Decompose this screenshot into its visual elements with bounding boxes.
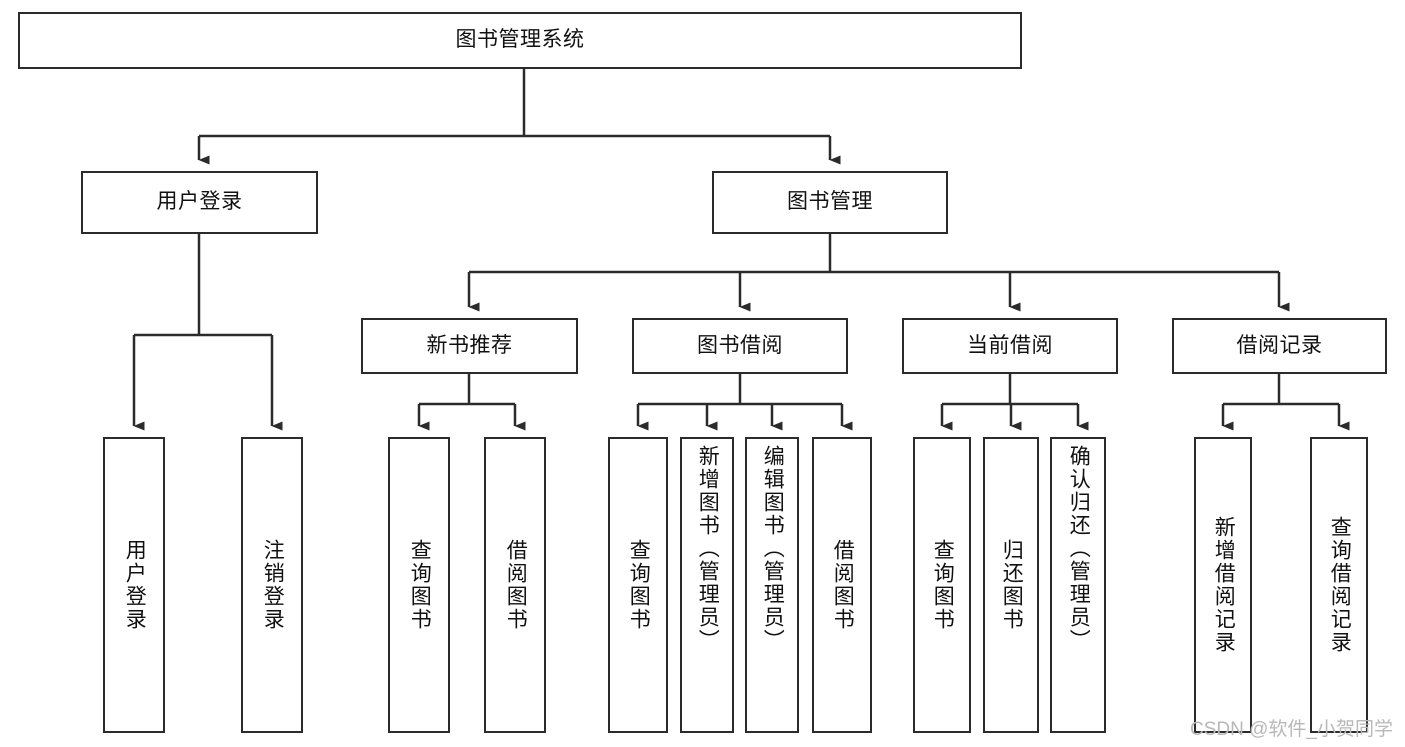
node-borrow-record[interactable]: 借阅记录 <box>1172 318 1387 374</box>
node-new-book-recommend-label: 新书推荐 <box>426 333 513 357</box>
node-user-login[interactable]: 用户登录 <box>81 171 318 234</box>
node-leaf-borrow-book-recommend[interactable]: 借阅图书 <box>484 437 546 733</box>
node-leaf-add-borrow-record-label: 新增借阅记录 <box>1212 516 1236 654</box>
node-leaf-edit-book-admin[interactable]: 编辑图书（管理员） <box>745 437 799 733</box>
node-leaf-logout-login-label: 注销登录 <box>261 539 285 631</box>
node-current-borrow[interactable]: 当前借阅 <box>902 318 1118 374</box>
node-leaf-return-book[interactable]: 归还图书 <box>983 437 1039 733</box>
node-leaf-query-book-recommend[interactable]: 查询图书 <box>388 437 450 733</box>
node-leaf-add-book-admin[interactable]: 新增图书（管理员） <box>680 437 734 733</box>
node-leaf-confirm-return-admin-label: 确认归还（管理员） <box>1067 445 1091 652</box>
node-leaf-query-book-current-label: 查询图书 <box>931 539 955 631</box>
node-leaf-return-book-label: 归还图书 <box>1000 539 1024 631</box>
node-current-borrow-label: 当前借阅 <box>967 333 1053 357</box>
node-leaf-query-borrow-record-label: 查询借阅记录 <box>1328 516 1352 654</box>
node-leaf-user-login-label: 用户登录 <box>123 539 147 631</box>
node-borrow-record-label: 借阅记录 <box>1236 333 1323 357</box>
node-root[interactable]: 图书管理系统 <box>18 12 1022 69</box>
node-leaf-query-book-borrow[interactable]: 查询图书 <box>608 437 668 733</box>
node-leaf-query-borrow-record[interactable]: 查询借阅记录 <box>1310 437 1368 733</box>
node-leaf-confirm-return-admin[interactable]: 确认归还（管理员） <box>1050 437 1106 733</box>
node-leaf-borrow-book-label: 借阅图书 <box>831 539 855 631</box>
node-leaf-add-borrow-record[interactable]: 新增借阅记录 <box>1194 437 1252 733</box>
node-leaf-edit-book-admin-label: 编辑图书（管理员） <box>761 445 785 652</box>
node-root-label: 图书管理系统 <box>455 28 585 52</box>
node-user-login-label: 用户登录 <box>156 190 243 214</box>
node-book-borrow-label: 图书借阅 <box>697 333 783 357</box>
node-leaf-query-book-borrow-label: 查询图书 <box>627 539 651 631</box>
node-book-borrow[interactable]: 图书借阅 <box>632 318 848 374</box>
node-new-book-recommend[interactable]: 新书推荐 <box>361 318 578 374</box>
node-leaf-query-book-recommend-label: 查询图书 <box>408 539 432 631</box>
node-leaf-add-book-admin-label: 新增图书（管理员） <box>696 445 720 652</box>
node-leaf-query-book-current[interactable]: 查询图书 <box>913 437 971 733</box>
node-book-management-label: 图书管理 <box>787 190 873 214</box>
node-leaf-logout-login[interactable]: 注销登录 <box>241 437 303 733</box>
node-book-management[interactable]: 图书管理 <box>712 171 948 234</box>
node-leaf-borrow-book[interactable]: 借阅图书 <box>812 437 872 733</box>
node-leaf-user-login[interactable]: 用户登录 <box>103 437 165 733</box>
node-leaf-borrow-book-recommend-label: 借阅图书 <box>504 539 528 631</box>
